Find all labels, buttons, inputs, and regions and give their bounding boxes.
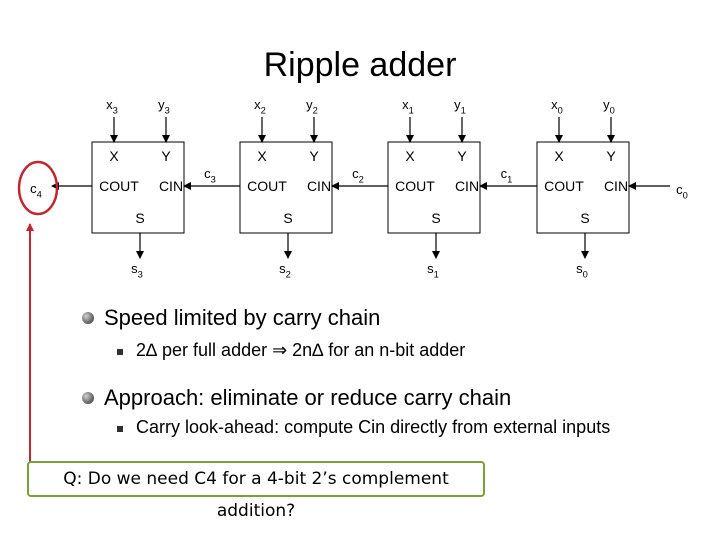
question-box: Q: Do we need C4 for a 4-bit 2’s complem… [27, 461, 485, 521]
sum-output-label: s1 [427, 261, 439, 280]
input-label-y: y0 [603, 97, 615, 116]
port-cin-label: CIN [604, 178, 628, 194]
port-cout-label: COUT [544, 178, 584, 194]
port-x-label: X [109, 148, 119, 164]
input-label-y: y1 [454, 97, 466, 116]
port-y-label: Y [457, 148, 467, 164]
input-label-y: y3 [158, 97, 170, 116]
full-adder-box [91, 141, 185, 234]
port-y-label: Y [309, 148, 319, 164]
port-cin-label: CIN [159, 178, 183, 194]
carry-label-c3: c3 [204, 166, 216, 185]
input-label-y: y2 [306, 97, 318, 116]
port-cout-label: COUT [395, 178, 435, 194]
port-s-label: S [431, 210, 440, 226]
port-y-label: Y [161, 148, 171, 164]
input-label-x: x0 [551, 97, 563, 116]
full-adder-3: x3 y3X Y COUT CIN Ss3 [91, 97, 185, 280]
input-label-x: x2 [254, 97, 266, 116]
port-x-label: X [257, 148, 267, 164]
port-cout-label: COUT [99, 178, 139, 194]
sum-output-label: s3 [131, 261, 143, 280]
sum-output-label: s2 [279, 261, 291, 280]
port-x-label: X [554, 148, 564, 164]
port-s-label: S [283, 210, 292, 226]
carry-label-c1: c1 [501, 166, 513, 185]
full-adder-box [387, 141, 481, 234]
c4-highlight-circle [17, 160, 59, 216]
port-x-label: X [405, 148, 415, 164]
port-cin-label: CIN [307, 178, 331, 194]
input-label-x: x1 [402, 97, 414, 116]
carry-label-c4: c4 [30, 181, 42, 200]
port-s-label: S [580, 210, 589, 226]
input-label-x: x3 [106, 97, 118, 116]
full-adder-box [536, 141, 630, 234]
port-y-label: Y [606, 148, 616, 164]
port-s-label: S [135, 210, 144, 226]
port-cout-label: COUT [247, 178, 287, 194]
full-adder-0: x0 y0X Y COUT CIN Ss0 [536, 97, 630, 280]
port-cin-label: CIN [455, 178, 479, 194]
sum-output-label: s0 [576, 261, 588, 280]
carry-label-c2: c2 [352, 166, 364, 185]
full-adder-2: x2 y2X Y COUT CIN Ss2 [239, 97, 333, 280]
slide-title: Ripple adder [263, 46, 457, 84]
carry-label-c0: c0 [676, 182, 688, 201]
full-adder-1: x1 y1X Y COUT CIN Ss1 [387, 97, 481, 280]
